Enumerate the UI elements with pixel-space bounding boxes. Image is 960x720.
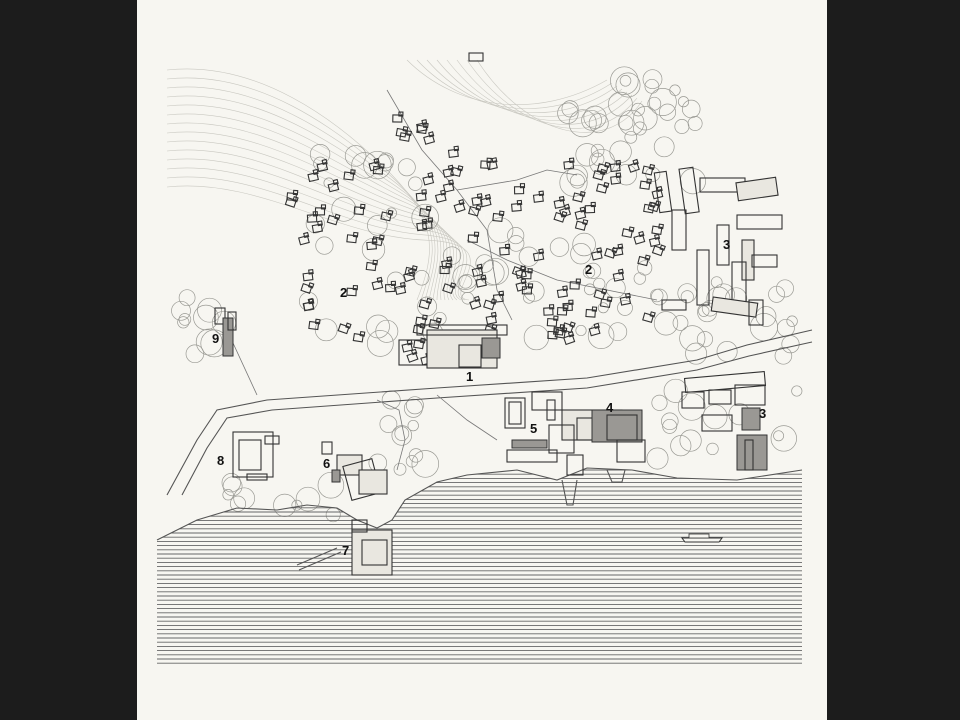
- building-7: [351, 519, 393, 576]
- main-road: [166, 329, 813, 496]
- building-8: [232, 431, 280, 481]
- label-3-north: 3: [723, 237, 730, 252]
- piers: [296, 469, 626, 571]
- building-4: [546, 399, 646, 476]
- label-4: 4: [606, 400, 614, 415]
- site-plan-sheet: 1 2 2 3 3 4 5 6 7 8 9: [137, 0, 827, 720]
- building-number-labels: 1 2 2 3 3 4 5 6 7 8 9: [212, 237, 766, 558]
- label-9: 9: [212, 331, 219, 346]
- contour-lines: [166, 59, 643, 301]
- label-1: 1: [466, 369, 473, 384]
- label-7: 7: [342, 543, 349, 558]
- shoreline: [156, 467, 803, 541]
- building-6: [321, 441, 388, 501]
- label-3-south: 3: [759, 406, 766, 421]
- area-5-grounds: [504, 391, 563, 463]
- label-6: 6: [323, 456, 330, 471]
- label-2-east: 2: [585, 262, 592, 277]
- site-plan-map: 1 2 2 3 3 4 5 6 7 8 9: [156, 52, 813, 664]
- label-5: 5: [530, 421, 537, 436]
- building-3-south: [681, 370, 768, 471]
- footpaths: [226, 89, 658, 471]
- label-8: 8: [217, 453, 224, 468]
- boat: [681, 533, 723, 543]
- building-1: [398, 324, 508, 369]
- cabin-cluster: [284, 111, 666, 366]
- building-3-north: [653, 166, 783, 326]
- label-2-west: 2: [340, 285, 347, 300]
- tree-canopy: [171, 66, 803, 523]
- building-9: [214, 307, 237, 357]
- north-outbuilding: [468, 52, 484, 62]
- lake-hatching: [157, 469, 802, 664]
